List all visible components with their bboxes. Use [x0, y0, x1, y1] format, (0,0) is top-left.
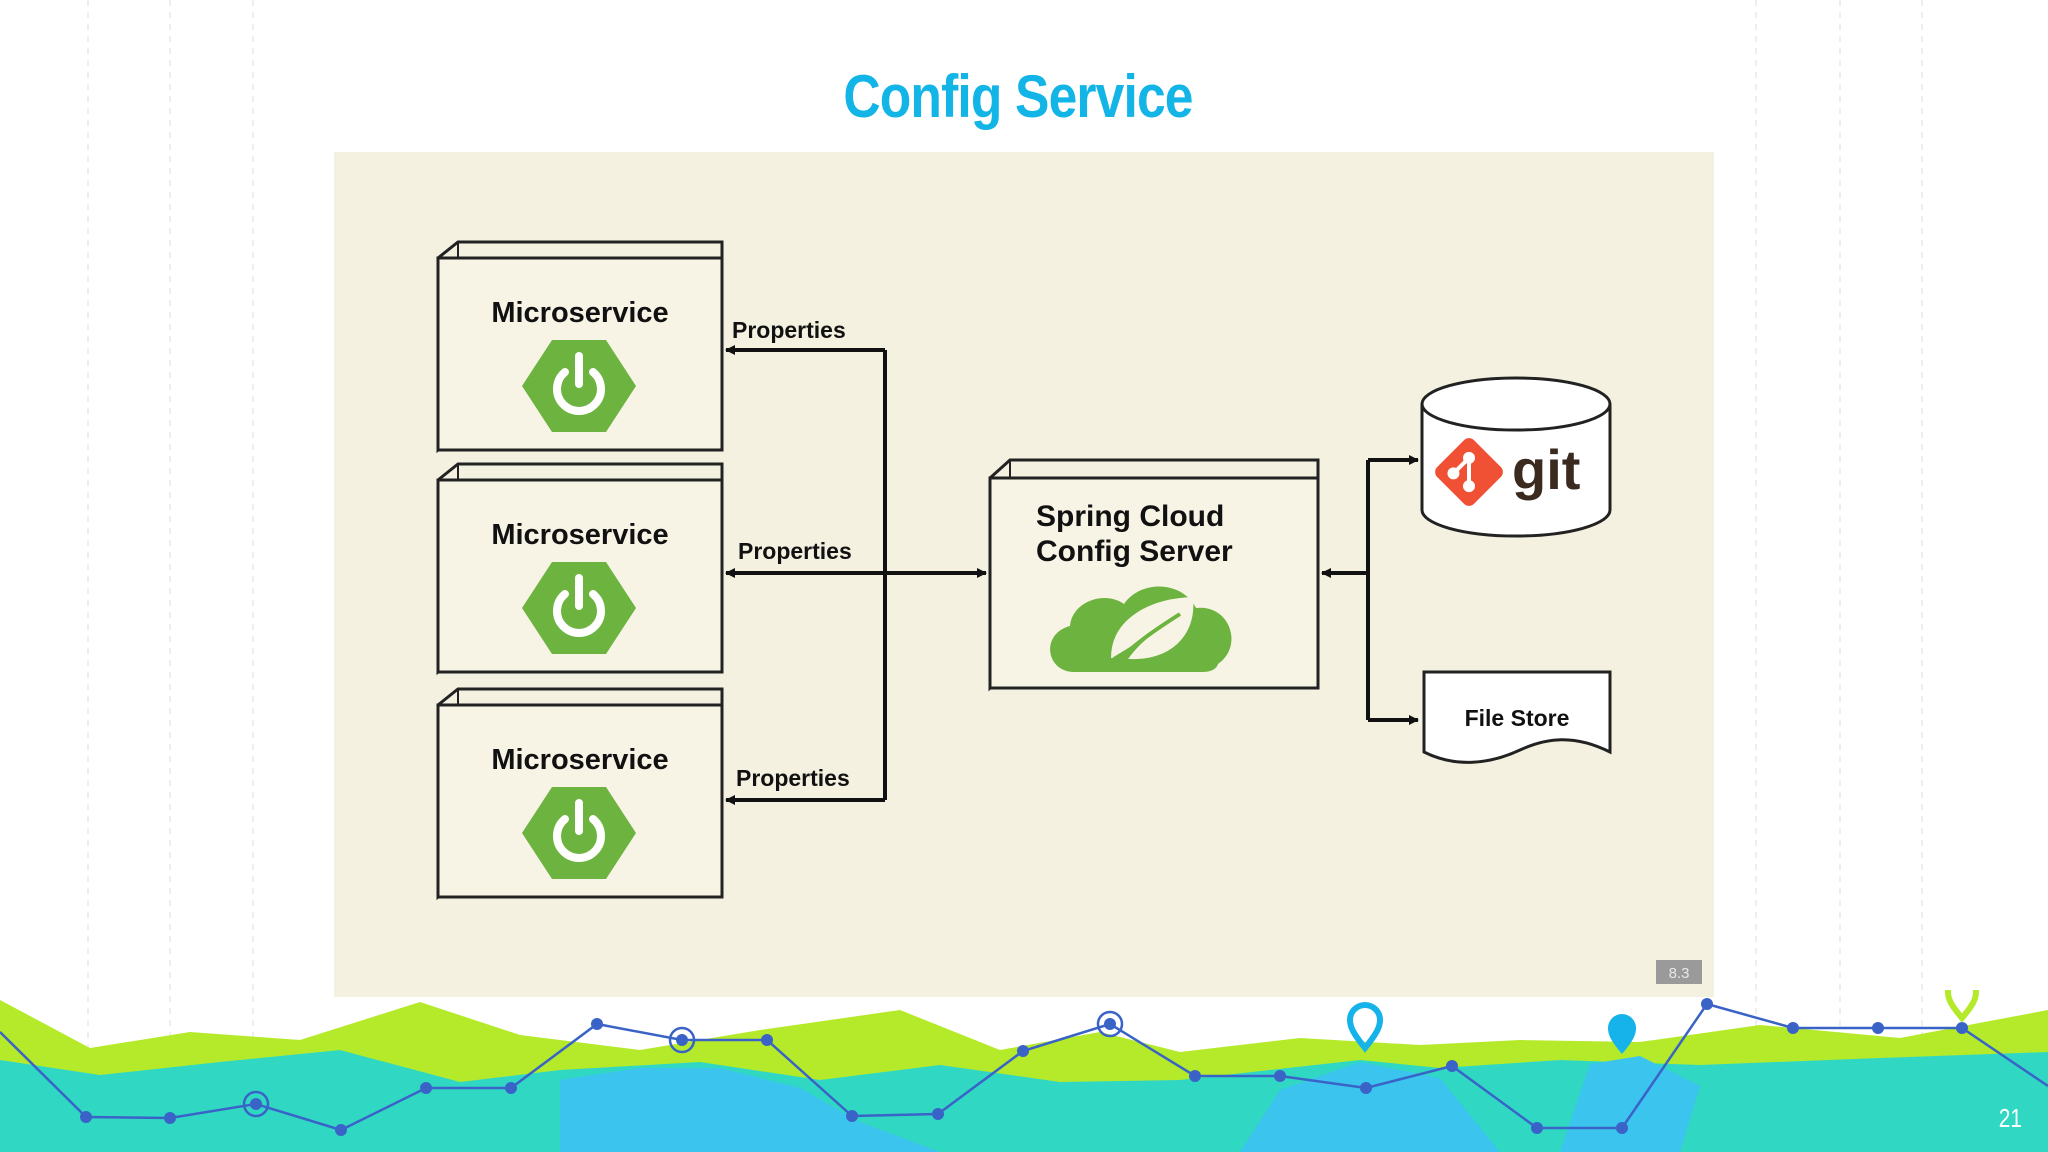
footer-decoration: [0, 990, 2048, 1152]
file-store-label: File Store: [1465, 705, 1570, 731]
map-pin-icon: [1346, 1002, 1384, 1053]
git-label: git: [1512, 438, 1580, 501]
microservice-box-3: Microservice: [436, 687, 724, 901]
slide-title: Config Service: [843, 63, 1193, 130]
config-server-title-line1: Spring Cloud: [1036, 500, 1224, 533]
architecture-diagram: Microservice Microservice Microservice: [436, 240, 1702, 984]
footer-mountains-cyan: [1240, 1062, 1500, 1152]
footer-line-points: [80, 998, 1968, 1136]
git-logo-icon: [1435, 438, 1503, 506]
footer-mountains-cyan: [560, 1068, 940, 1152]
microservice-label: Microservice: [491, 297, 668, 329]
spring-cloud-icon: [1050, 586, 1232, 672]
properties-label: Properties: [736, 765, 850, 791]
microservice-box-2: Microservice: [436, 462, 724, 676]
git-repository: git: [1420, 376, 1612, 538]
config-server-box: Spring Cloud Config Server: [988, 458, 1320, 692]
properties-label: Properties: [738, 538, 852, 564]
footer-ring-markers: [242, 1010, 1124, 1118]
config-server-title-line2: Config Server: [1036, 535, 1233, 568]
properties-label: Properties: [732, 317, 846, 343]
diagram-image: Microservice Microservice Microservice: [334, 152, 1714, 997]
microservice-label: Microservice: [491, 744, 668, 776]
corner-tag: 8.3: [1656, 960, 1702, 984]
corner-tag-label: 8.3: [1669, 965, 1690, 982]
file-store: File Store: [1422, 670, 1612, 764]
page-number: 21: [1998, 1103, 2022, 1133]
map-pin-icon: [1608, 1014, 1636, 1054]
microservice-box-1: Microservice: [436, 240, 724, 454]
microservice-label: Microservice: [491, 519, 668, 551]
storage-connectors: [1321, 455, 1419, 725]
properties-connectors: [725, 345, 987, 805]
map-pin-icon: [1944, 990, 1980, 1023]
